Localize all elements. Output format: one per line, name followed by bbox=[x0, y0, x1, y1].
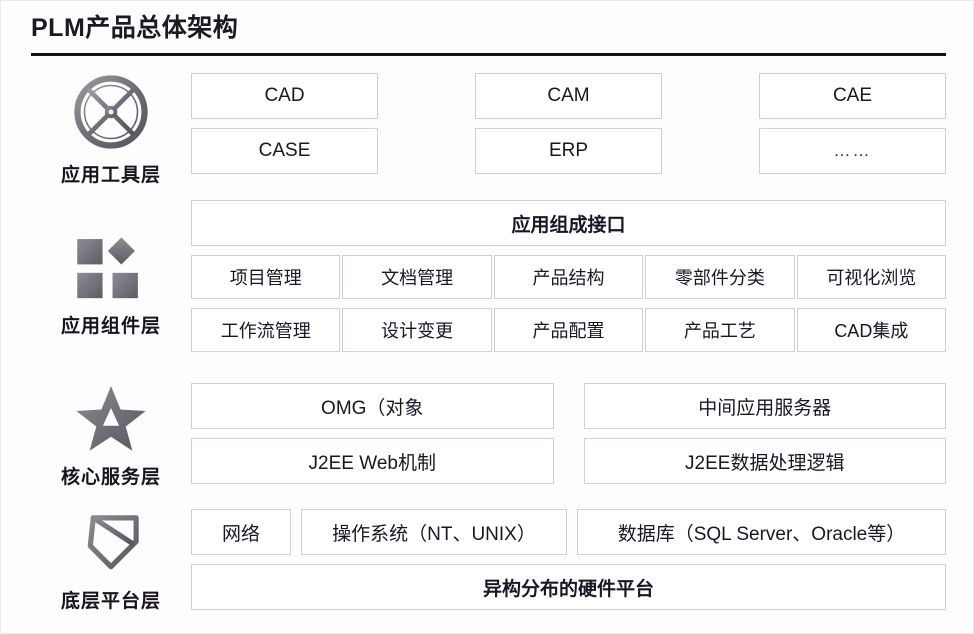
page-title: PLM产品总体架构 bbox=[31, 14, 239, 42]
layers-speed-icon bbox=[74, 509, 148, 582]
components-row-2: 工作流管理 设计变更 产品配置 产品工艺 CAD集成 bbox=[191, 308, 947, 352]
blocks-icon bbox=[72, 236, 150, 307]
title-underline bbox=[31, 53, 946, 56]
tool-box-more[interactable]: …… bbox=[759, 128, 946, 174]
wheel-icon bbox=[72, 73, 150, 156]
layer-name-application-components: 应用组件层 bbox=[60, 316, 161, 337]
footer-bar-hardware-platform[interactable]: 异构分布的硬件平台 bbox=[191, 564, 946, 610]
platform-row-1: 网络 操作系统（NT、UNIX） 数据库（SQL Server、Oracle等） bbox=[191, 509, 946, 555]
star-icon bbox=[74, 383, 148, 458]
tool-box-cad[interactable]: CAD bbox=[191, 73, 378, 119]
layer-content-base-platform: 网络 操作系统（NT、UNIX） 数据库（SQL Server、Oracle等）… bbox=[191, 509, 946, 610]
tool-box-cae[interactable]: CAE bbox=[759, 73, 946, 119]
layer-label-base-platform: 底层平台层 bbox=[31, 509, 191, 613]
component-box-visual-browsing[interactable]: 可视化浏览 bbox=[796, 255, 947, 299]
component-box-project-management[interactable]: 项目管理 bbox=[191, 255, 341, 299]
component-box-part-classification[interactable]: 零部件分类 bbox=[645, 255, 795, 299]
tools-row-2: CASE ERP …… bbox=[191, 128, 946, 174]
component-box-product-process[interactable]: 产品工艺 bbox=[645, 308, 795, 352]
layer-application-tools: 应用工具层 CAD CAM CAE CASE ERP …… bbox=[31, 73, 946, 187]
layer-label-application-components: 应用组件层 bbox=[31, 200, 191, 338]
tool-box-erp[interactable]: ERP bbox=[475, 128, 662, 174]
service-box-j2ee-data-processing-logic[interactable]: J2EE数据处理逻辑 bbox=[583, 438, 946, 484]
layer-name-application-tools: 应用工具层 bbox=[60, 165, 161, 186]
layer-content-application-components: 应用组成接口 项目管理 文档管理 产品结构 零部件分类 可视化浏览 工作流管理 … bbox=[191, 200, 947, 352]
layer-content-core-services: OMG（对象 中间应用服务器 J2EE Web机制 J2EE数据处理逻辑 bbox=[191, 383, 946, 484]
tool-box-cam[interactable]: CAM bbox=[475, 73, 662, 119]
service-box-omg-object[interactable]: OMG（对象 bbox=[191, 383, 554, 429]
tool-box-case[interactable]: CASE bbox=[191, 128, 378, 174]
layer-content-application-tools: CAD CAM CAE CASE ERP …… bbox=[191, 73, 946, 174]
component-box-cad-integration[interactable]: CAD集成 bbox=[796, 308, 947, 352]
components-row-1: 项目管理 文档管理 产品结构 零部件分类 可视化浏览 bbox=[191, 255, 947, 299]
service-box-middleware-app-server[interactable]: 中间应用服务器 bbox=[583, 383, 946, 429]
platform-box-operating-system[interactable]: 操作系统（NT、UNIX） bbox=[301, 509, 567, 555]
component-box-product-structure[interactable]: 产品结构 bbox=[493, 255, 644, 299]
layer-core-services: 核心服务层 OMG（对象 中间应用服务器 J2EE Web机制 J2EE数据处理… bbox=[31, 383, 946, 489]
layer-label-core-services: 核心服务层 bbox=[31, 383, 191, 489]
platform-box-network[interactable]: 网络 bbox=[191, 509, 291, 555]
component-box-workflow-management[interactable]: 工作流管理 bbox=[191, 308, 341, 352]
services-row-2: J2EE Web机制 J2EE数据处理逻辑 bbox=[191, 438, 946, 484]
platform-box-database[interactable]: 数据库（SQL Server、Oracle等） bbox=[577, 509, 946, 555]
tools-row-1: CAD CAM CAE bbox=[191, 73, 946, 119]
layer-application-components: 应用组件层 应用组成接口 项目管理 文档管理 产品结构 零部件分类 可视化浏览 … bbox=[31, 200, 947, 352]
service-box-j2ee-web-mechanism[interactable]: J2EE Web机制 bbox=[191, 438, 554, 484]
layer-name-core-services: 核心服务层 bbox=[60, 467, 161, 488]
component-box-design-change[interactable]: 设计变更 bbox=[342, 308, 492, 352]
services-row-1: OMG（对象 中间应用服务器 bbox=[191, 383, 946, 429]
layer-label-application-tools: 应用工具层 bbox=[31, 73, 191, 187]
layer-base-platform: 底层平台层 网络 操作系统（NT、UNIX） 数据库（SQL Server、Or… bbox=[31, 509, 946, 613]
component-box-product-configuration[interactable]: 产品配置 bbox=[493, 308, 644, 352]
layer-name-base-platform: 底层平台层 bbox=[60, 591, 161, 612]
diagram-header: PLM产品总体架构 bbox=[31, 11, 946, 59]
interface-bar-application-composition[interactable]: 应用组成接口 bbox=[191, 200, 946, 246]
component-box-document-management[interactable]: 文档管理 bbox=[342, 255, 492, 299]
